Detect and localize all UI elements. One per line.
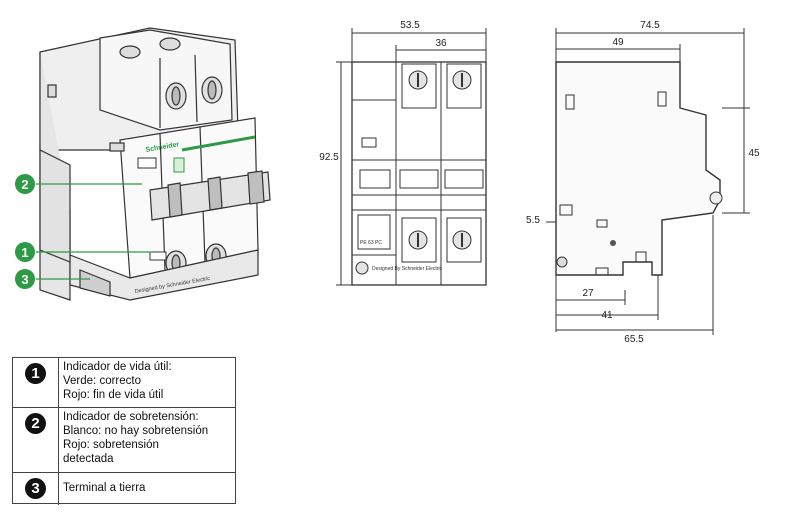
- dim-front-height: 92.5: [319, 152, 339, 163]
- dim-side-27: 27: [582, 288, 594, 299]
- legend-row: 2 Indicador de sobretensión: Blanco: no …: [13, 408, 235, 473]
- front-view-drawing: PE 63 PC Designed By Schneider Electric …: [319, 20, 487, 286]
- dim-side-41: 41: [601, 310, 613, 321]
- dim-front-width: 53.5: [400, 20, 420, 31]
- side-view-drawing: 74.5 49 45 5.5 27 41 65.5: [526, 20, 760, 345]
- legend-number-1: 1: [25, 363, 46, 384]
- callout-3: 3: [15, 269, 35, 289]
- svg-text:1: 1: [21, 245, 28, 260]
- legend-row: 3 Terminal a tierra: [13, 473, 235, 505]
- dim-side-65-5: 65.5: [624, 334, 644, 345]
- dim-side-45: 45: [748, 148, 760, 159]
- legend-text: Terminal a tierra: [63, 482, 146, 494]
- svg-text:3: 3: [21, 272, 28, 287]
- dim-front-pitch: 36: [435, 38, 447, 49]
- legend-table: 1 Indicador de vida útil: Verde: correct…: [12, 357, 236, 505]
- legend-number-2: 2: [25, 413, 46, 434]
- front-small-label: PE 63 PC: [360, 240, 382, 246]
- legend-number-3: 3: [25, 478, 46, 499]
- legend-text: Indicador de vida útil:: [63, 361, 172, 373]
- front-footer-label: Designed By Schneider Electric: [372, 266, 443, 272]
- callout-2: 2: [15, 174, 35, 194]
- legend-row: 1 Indicador de vida útil: Verde: correct…: [13, 358, 235, 408]
- dim-side-5-5: 5.5: [526, 215, 540, 226]
- product-illustration: Schneider Designed by Schneider Electric…: [15, 27, 271, 301]
- legend-text: Indicador de sobretensión:: [63, 411, 199, 423]
- dim-side-49: 49: [612, 37, 624, 48]
- svg-text:2: 2: [21, 177, 28, 192]
- dim-side-overall: 74.5: [640, 20, 660, 31]
- legend-text: Rojo: sobretensión: [63, 439, 159, 451]
- legend-text: Rojo: fin de vida útil: [63, 389, 164, 401]
- legend-text: Verde: correcto: [63, 375, 141, 387]
- callout-1: 1: [15, 242, 35, 262]
- legend-text: Blanco: no hay sobretensión: [63, 425, 209, 437]
- legend-text: detectada: [63, 453, 114, 465]
